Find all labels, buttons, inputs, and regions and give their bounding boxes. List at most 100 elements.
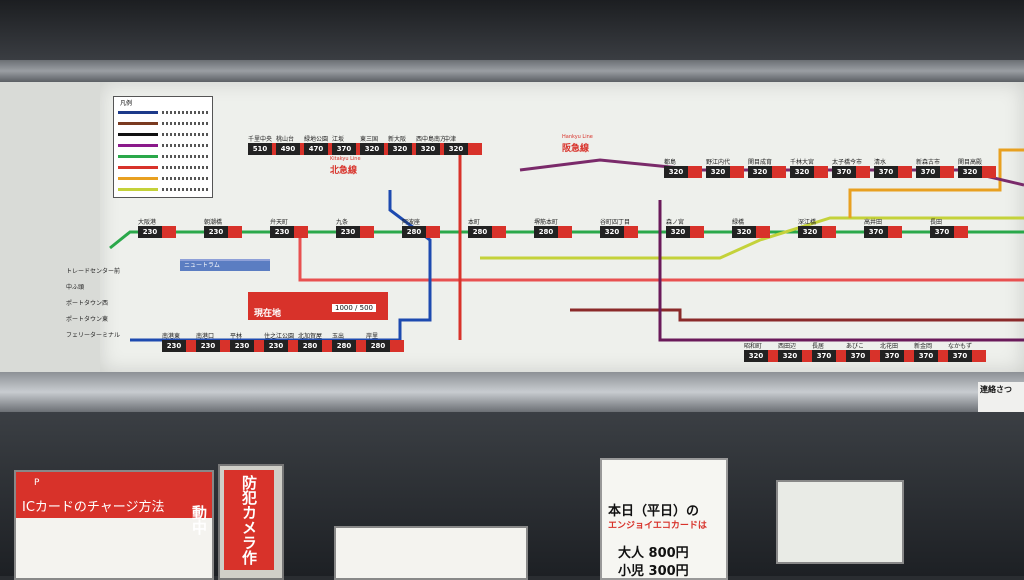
station-fare: 370 (948, 350, 986, 362)
ceiling (0, 0, 1024, 60)
ic-card-notice: P ICカードのチャージ方法 (14, 470, 214, 580)
station-name: 大阪港 (138, 219, 157, 226)
map-legend: 凡例 (113, 96, 213, 198)
exit-sign: 連絡さつ (978, 382, 1024, 412)
hankyu-ja-label: 阪急線 (562, 144, 590, 154)
current-location-label: 現在地 (254, 309, 282, 319)
legend-title: 凡例 (120, 100, 133, 107)
station-name: 関目高殿 (958, 159, 983, 166)
camera-notice-text: 防犯カメラ作動中 (190, 470, 274, 570)
station-name: 本町 (468, 219, 481, 226)
station-fare: 320 (958, 166, 996, 178)
right-notice (776, 480, 904, 564)
station-fare: 320 (790, 166, 828, 178)
left-station-name: トレードセンター前 (66, 268, 121, 275)
luggage-notice (334, 526, 528, 580)
station-fare: 370 (880, 350, 918, 362)
station-name: 新金岡 (914, 343, 933, 350)
station-name: 弁天町 (270, 219, 289, 226)
eco-adult-fare: 大人 800円 (618, 546, 689, 561)
station-fare: 320 (748, 166, 786, 178)
station-name: 都島 (664, 159, 677, 166)
station-fare: 320 (778, 350, 816, 362)
station-name: 九条 (336, 219, 349, 226)
kitakyu-en-label: Kitakyu Line (330, 156, 361, 162)
hankyu-en-label: Hankyu Line (562, 134, 593, 140)
eco-card-notice: 本日（平日）の エンジョイエコカードは 大人 800円 小児 300円 (600, 458, 728, 580)
station-name: 南港口 (196, 333, 215, 340)
exit-sign-text: 連絡さつ (980, 385, 1012, 394)
station-name: 千里中央 (248, 136, 273, 143)
station-fare: 280 (366, 340, 404, 352)
station-fare: 230 (336, 226, 374, 238)
eco-card-name: エンジョイエコカードは (608, 521, 707, 531)
new-tram-strip: ニュートラム (180, 261, 270, 271)
ic-notice-title: ICカードのチャージ方法 (16, 494, 212, 518)
station-fare: 320 (732, 226, 770, 238)
current-location-box: 現在地 1000 / 500 (248, 292, 388, 320)
brown-line (570, 308, 1024, 322)
frame-top (0, 60, 1024, 82)
station-name: 南港東 (162, 333, 181, 340)
station-name: 千林大宮 (790, 159, 815, 166)
station-name: 桃山台 (276, 136, 295, 143)
station-name: 関目成育 (748, 159, 773, 166)
station-name: なかもず (948, 343, 973, 350)
orange-line (848, 148, 1024, 218)
station-fare: 370 (846, 350, 884, 362)
station-name: 朝潮橋 (204, 219, 223, 226)
station-fare: 280 (298, 340, 336, 352)
station-fare: 230 (270, 226, 308, 238)
station-name: 高井田 (864, 219, 883, 226)
station-name: 新大阪 (388, 136, 407, 143)
station-name: あびこ (846, 343, 865, 350)
kitakyu-ja-label: 北急線 (330, 166, 358, 176)
station-name: 太子橋今市 (832, 159, 863, 166)
station-fare: 230 (196, 340, 234, 352)
station-fare: 370 (874, 166, 912, 178)
station-name: 野江内代 (706, 159, 731, 166)
station-name: 長田 (930, 219, 943, 226)
station-fare: 230 (230, 340, 268, 352)
station-fare: 320 (666, 226, 704, 238)
station-fare: 370 (916, 166, 954, 178)
eco-heading: 本日（平日）の (608, 504, 700, 519)
station-fare: 370 (832, 166, 870, 178)
station-fare: 320 (744, 350, 782, 362)
station-fare: 320 (600, 226, 638, 238)
station-name: 森ノ宮 (666, 219, 685, 226)
station-name: 玉出 (332, 333, 345, 340)
handrail (0, 372, 1024, 412)
station-name: 阿波座 (402, 219, 421, 226)
station-name: 昭和町 (744, 343, 763, 350)
station-fare: 320 (664, 166, 702, 178)
station-name: 緑橋 (732, 219, 745, 226)
station-name: 堺筋本町 (534, 219, 559, 226)
station-fare: 280 (402, 226, 440, 238)
station-fare: 280 (534, 226, 572, 238)
station-name: 西中島南方 (416, 136, 447, 143)
station-name: 北花田 (880, 343, 899, 350)
station-name: 深江橋 (798, 219, 817, 226)
red-line (298, 232, 1024, 282)
station-name: 平林 (230, 333, 243, 340)
ticket-fare-box: 1000 / 500 (332, 304, 376, 312)
station-fare: 370 (812, 350, 850, 362)
station-name: 長居 (812, 343, 825, 350)
station-name: 新森古市 (916, 159, 941, 166)
station-fare: 370 (864, 226, 902, 238)
station-name: 東三国 (360, 136, 379, 143)
station-fare: 280 (468, 226, 506, 238)
station-name: 谷町四丁目 (600, 219, 631, 226)
station-fare: 230 (264, 340, 302, 352)
station-name: 清水 (874, 159, 887, 166)
station-name: 江坂 (332, 136, 345, 143)
camera-notice: 防犯カメラ作動中 (190, 464, 284, 580)
station-fare: 320 (798, 226, 836, 238)
station-fare: 320 (706, 166, 744, 178)
left-station-name: ポートタウン東 (66, 316, 109, 323)
left-station-name: ポートタウン西 (66, 300, 109, 307)
station-fare: 280 (332, 340, 370, 352)
tanimachi-line (658, 200, 1024, 342)
station-fare: 230 (204, 226, 242, 238)
